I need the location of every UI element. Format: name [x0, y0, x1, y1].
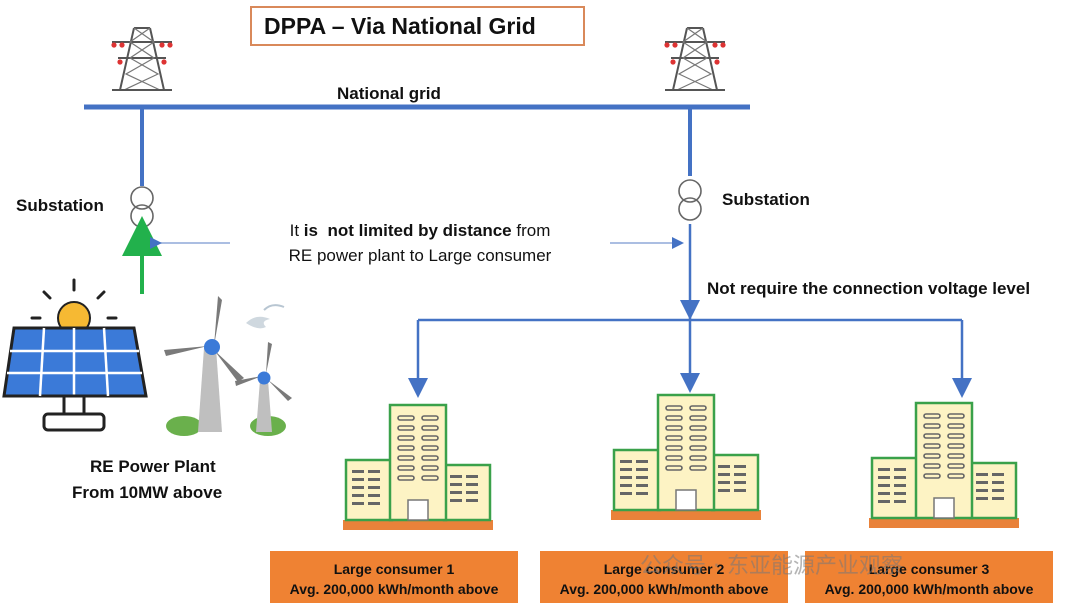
plant-label-line1: RE Power Plant — [90, 457, 216, 476]
building-icon-3 — [867, 401, 1021, 530]
plant-label-line2: From 10MW above — [72, 483, 223, 502]
transmission-tower-icon-right — [663, 27, 727, 91]
building-icon-1 — [341, 403, 495, 532]
consumer-label-3: Large consumer 3 Avg. 200,000 kWh/month … — [805, 551, 1053, 603]
wind-turbine-icon — [164, 296, 292, 436]
substation-left-label: Substation — [16, 196, 104, 215]
connection-note: Not require the connection voltage level — [707, 279, 1031, 298]
substation-right-label: Substation — [722, 190, 810, 209]
national-grid-label: National grid — [337, 84, 441, 103]
building-icon-2 — [609, 393, 763, 522]
diagram-title: DPPA – Via National Grid — [250, 6, 585, 46]
distance-note: It is not limited by distance from RE po… — [230, 218, 610, 268]
consumer-label-1: Large consumer 1 Avg. 200,000 kWh/month … — [270, 551, 518, 603]
sun-icon — [30, 278, 118, 335]
consumer-label-2: Large consumer 2 Avg. 200,000 kWh/month … — [540, 551, 788, 603]
transformer-icon-left — [130, 186, 154, 228]
transmission-tower-icon-left — [110, 27, 174, 91]
watermark-text: 公众号 · 东亚能源产业观察 — [640, 554, 903, 579]
solar-panel-icon — [2, 326, 148, 432]
transformer-icon-right — [678, 179, 702, 221]
